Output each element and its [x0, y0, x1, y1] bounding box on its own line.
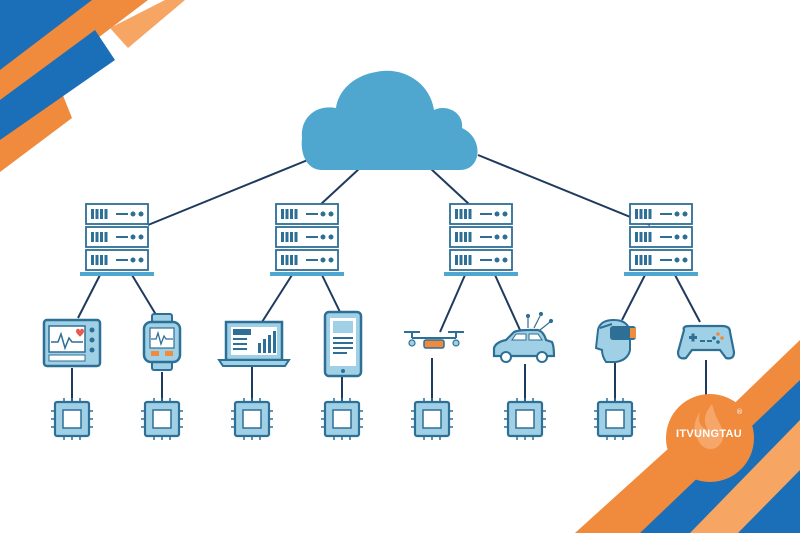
- car-icon: [492, 311, 556, 363]
- drone-icon: [404, 331, 464, 349]
- edge-server-3-car: [494, 274, 521, 331]
- chip-icon: [594, 398, 636, 440]
- edge-cloud-server-1: [147, 154, 321, 226]
- server-rack-icon: [80, 203, 154, 276]
- edge-server-1-watch: [131, 274, 159, 319]
- chip-icon: [411, 398, 453, 440]
- server-rack-icon: [444, 203, 518, 276]
- chip-icon: [321, 398, 363, 440]
- cloud-icon: [301, 70, 478, 170]
- tablet-icon: [323, 310, 363, 378]
- chip-icon: [51, 398, 93, 440]
- chip-icon: [141, 398, 183, 440]
- edge-cloud-server-4: [477, 154, 651, 226]
- edge-cloud-server-3: [429, 167, 471, 206]
- server-rack-icon: [270, 203, 344, 276]
- chip-icon: [231, 398, 273, 440]
- edge-server-4-gamepad: [674, 274, 701, 323]
- edge-server-4-vr: [621, 274, 646, 321]
- vr-headset-icon: [594, 318, 636, 363]
- smartwatch-icon: [142, 313, 182, 371]
- edge-server-3-drone: [439, 274, 466, 333]
- corner-decoration-top-left: [0, 0, 185, 172]
- laptop-icon: [217, 320, 291, 367]
- heart-monitor-icon: [42, 318, 102, 368]
- logo-badge: [666, 394, 754, 482]
- edge-server-1-monitor: [77, 274, 101, 319]
- server-rack-icon: [624, 203, 698, 276]
- chip-icon: [504, 398, 546, 440]
- edge-cloud-server-2: [319, 167, 361, 206]
- edge-server-2-laptop: [261, 274, 293, 323]
- edge-server-2-tablet: [321, 274, 341, 313]
- logo-registered-mark: ®: [736, 408, 743, 416]
- connection-lines: [71, 154, 707, 402]
- logo-text: ITVUNGTAU: [675, 428, 743, 440]
- gamepad-icon: [676, 324, 736, 360]
